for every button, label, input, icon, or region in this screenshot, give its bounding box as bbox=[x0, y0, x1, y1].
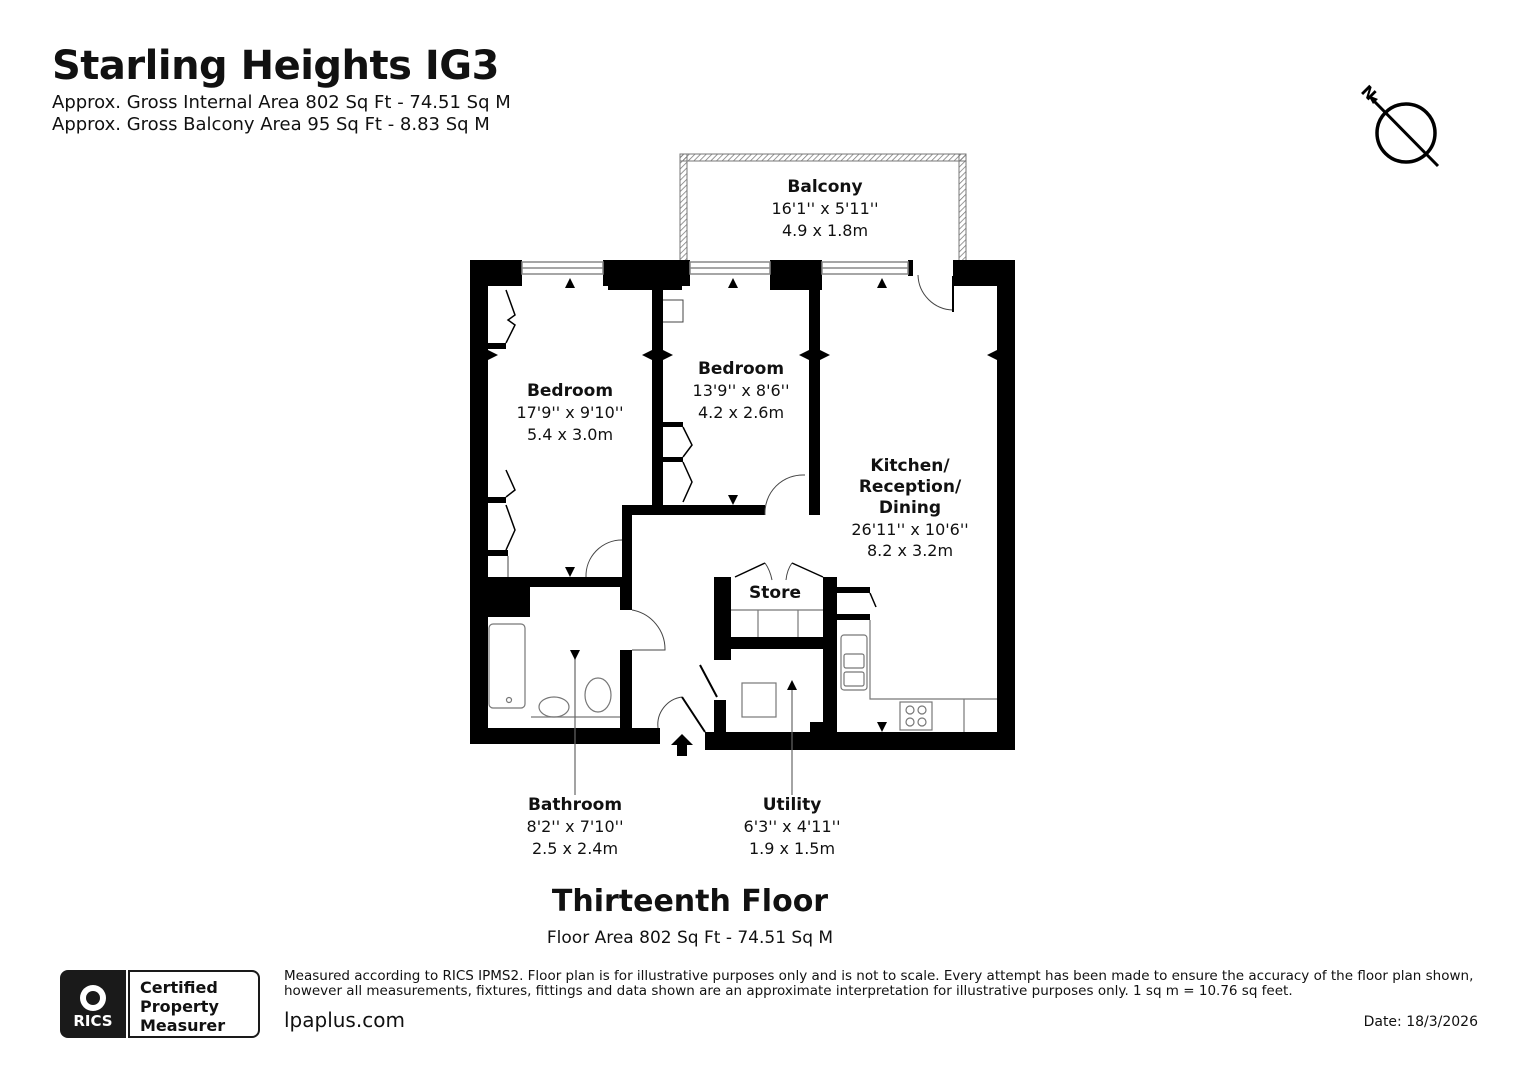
dimension-markers bbox=[488, 278, 997, 732]
room-label-bedroom-1: Bedroom 17'9'' x 9'10'' 5.4 x 3.0m bbox=[516, 381, 624, 444]
plan-date: Date: 18/3/2026 bbox=[1363, 1014, 1478, 1030]
room-label-balcony: Balcony 16'1'' x 5'11'' 4.9 x 1.8m bbox=[771, 177, 879, 240]
website-link[interactable]: lpaplus.com bbox=[284, 1008, 405, 1032]
internal-area: Approx. Gross Internal Area 802 Sq Ft - … bbox=[52, 92, 511, 113]
room-label-bathroom: Bathroom 8'2'' x 7'10'' 2.5 x 2.4m bbox=[526, 795, 624, 858]
fixtures bbox=[488, 609, 997, 795]
entrance-arrow-icon bbox=[671, 734, 693, 756]
hob-icon bbox=[899, 701, 933, 731]
property-title: Starling Heights IG3 bbox=[52, 43, 499, 89]
svg-text:N: N bbox=[1357, 81, 1380, 104]
north-arrow-icon: N bbox=[1357, 81, 1440, 168]
washing-machine-icon bbox=[741, 682, 777, 718]
certified-measurer-label: Certified Property Measurer bbox=[128, 970, 260, 1038]
walls bbox=[470, 260, 1015, 750]
windows bbox=[521, 261, 909, 275]
rics-logo: RICS bbox=[60, 970, 126, 1038]
room-label-utility: Utility 6'3'' x 4'11'' 1.9 x 1.5m bbox=[743, 795, 841, 858]
rics-certified-badge: RICS Certified Property Measurer bbox=[60, 970, 260, 1038]
room-label-store: Store bbox=[749, 583, 801, 603]
disclaimer: Measured according to RICS IPMS2. Floor … bbox=[284, 968, 1474, 999]
room-label-kitchen: Kitchen/ Reception/ Dining 26'11'' x 10'… bbox=[851, 456, 969, 560]
floor-title: Thirteenth Floor bbox=[551, 884, 829, 919]
sink-icon bbox=[840, 634, 868, 691]
doors bbox=[505, 274, 954, 733]
balcony-area: Approx. Gross Balcony Area 95 Sq Ft - 8.… bbox=[52, 114, 490, 135]
toilet-icon bbox=[584, 677, 612, 713]
balcony-outline bbox=[679, 153, 967, 263]
bathtub-icon bbox=[488, 623, 526, 709]
lion-icon bbox=[80, 985, 106, 1011]
floor-area: Floor Area 802 Sq Ft - 74.51 Sq M bbox=[546, 928, 834, 948]
room-label-bedroom-2: Bedroom 13'9'' x 8'6'' 4.2 x 2.6m bbox=[692, 359, 790, 422]
basin-icon bbox=[538, 696, 570, 718]
